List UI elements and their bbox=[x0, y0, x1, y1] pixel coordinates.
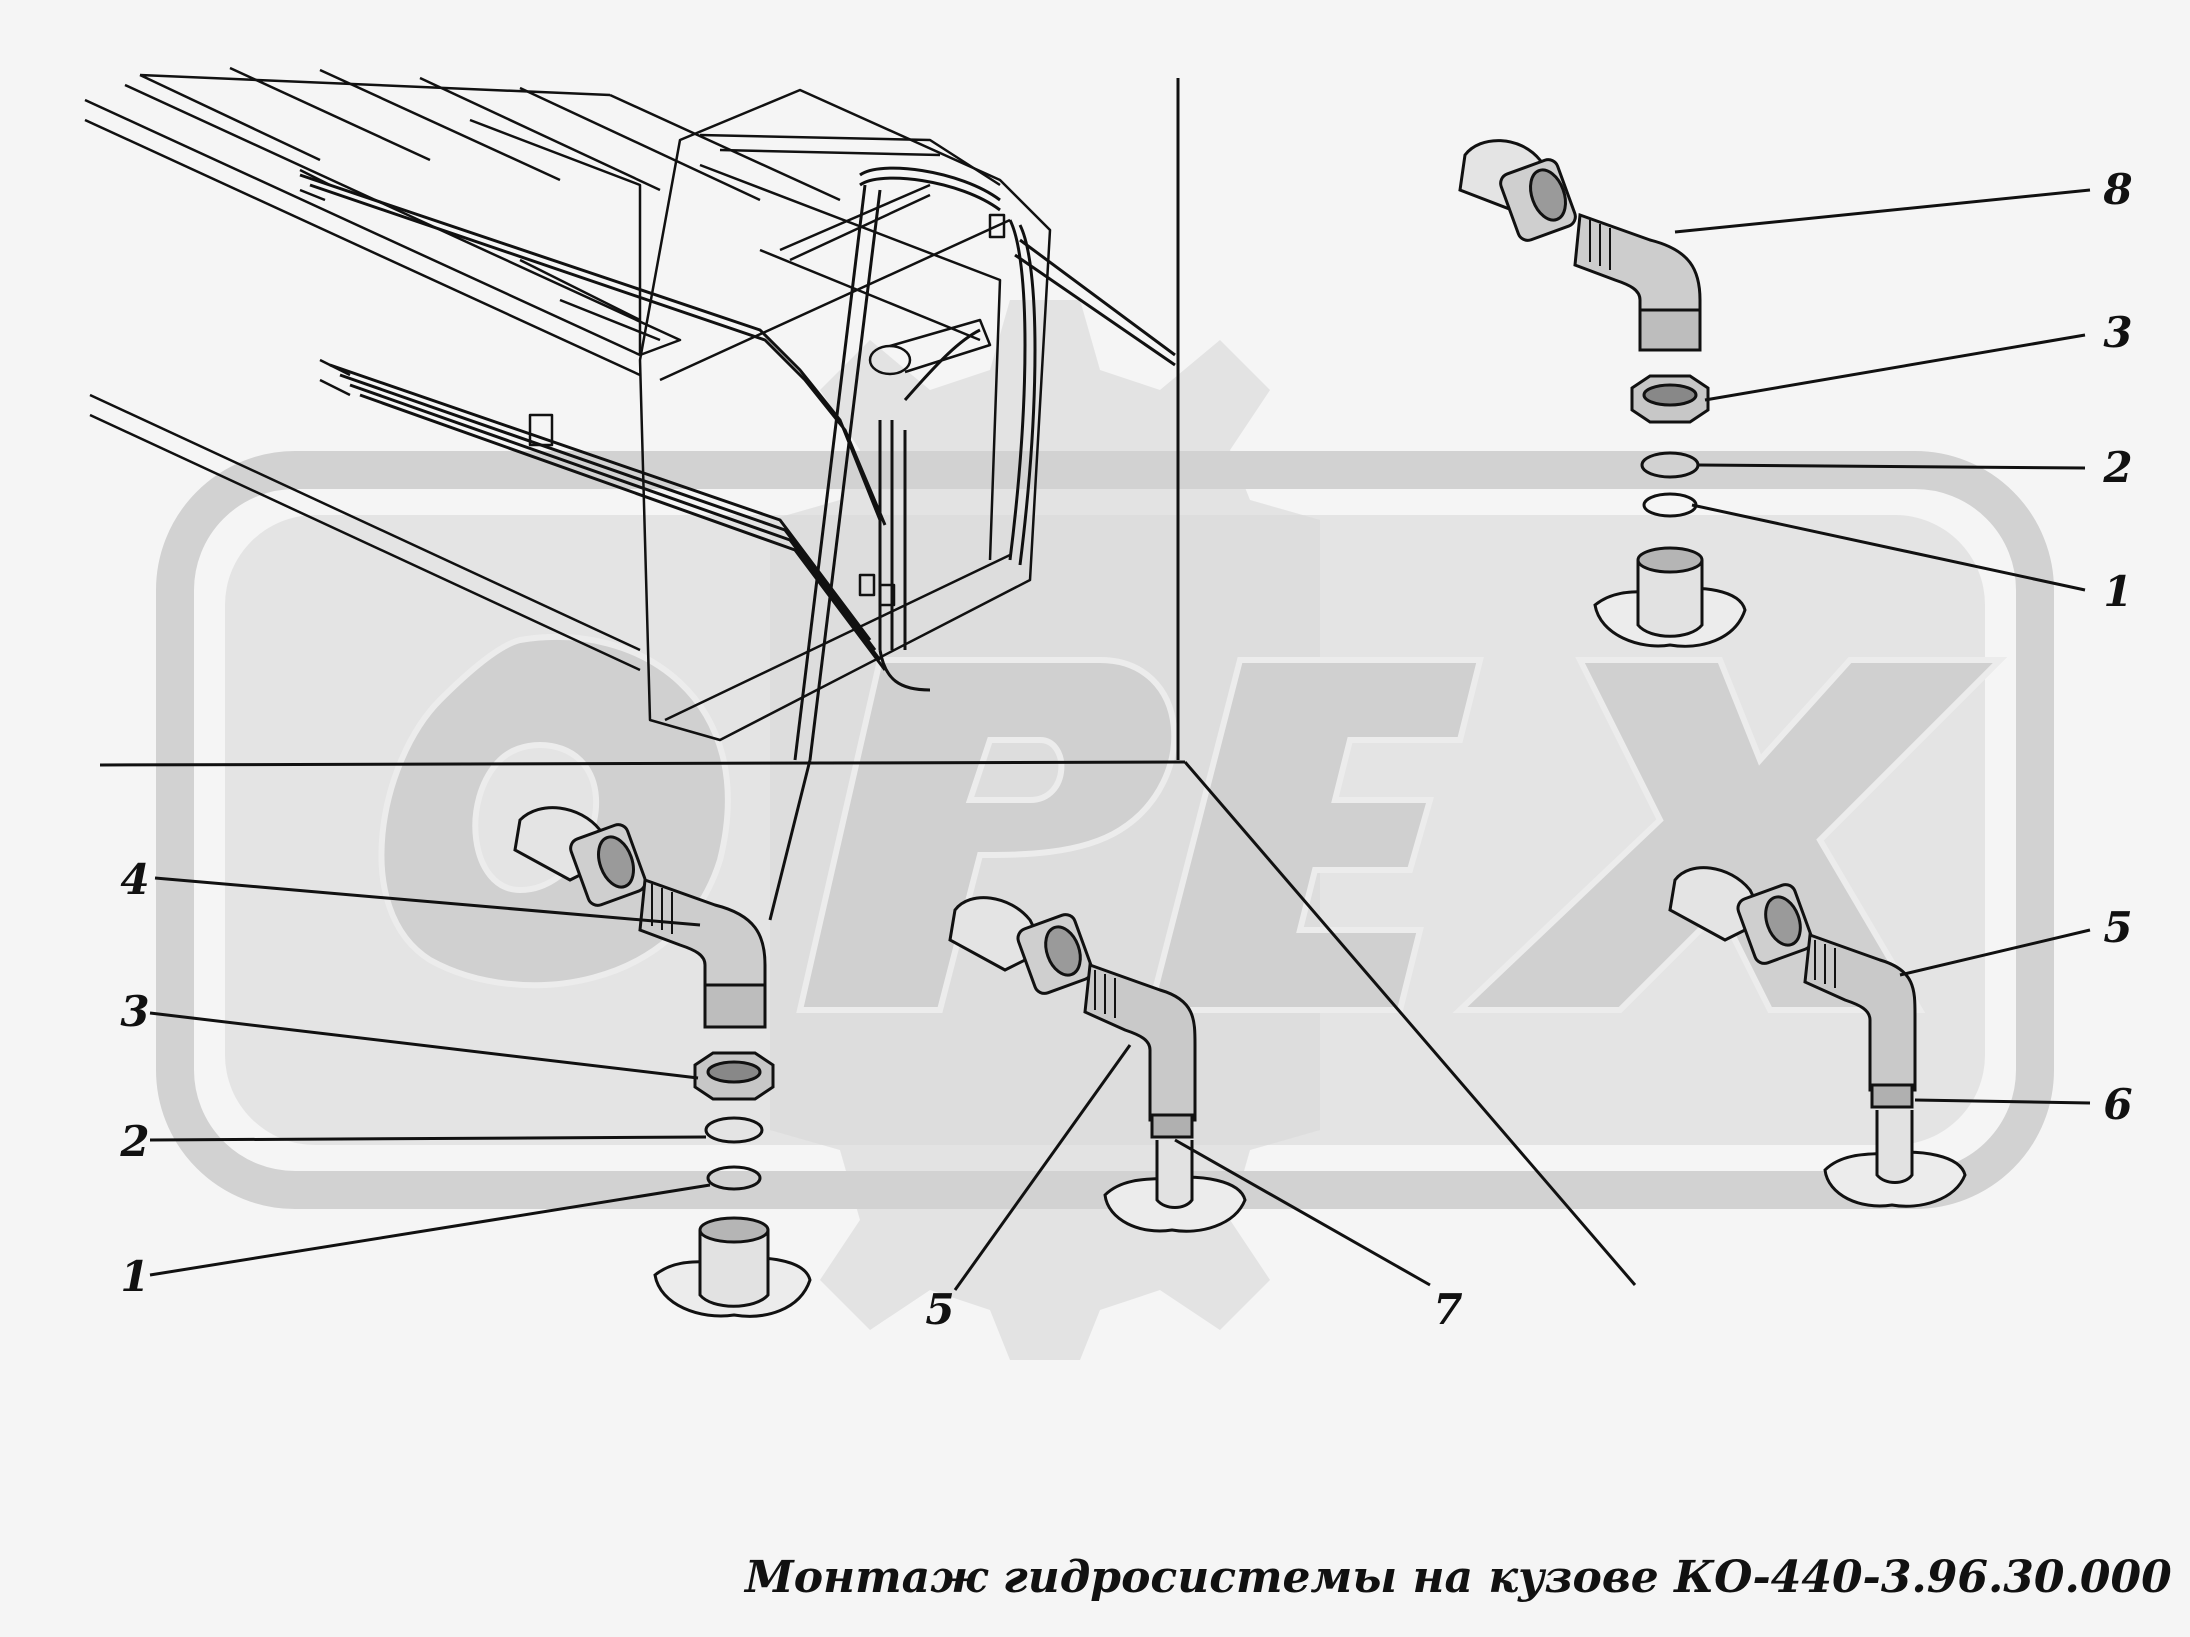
callout-8-top-right: 8 bbox=[2103, 165, 2133, 214]
callout-4-bottom-left: 4 bbox=[120, 855, 150, 904]
fitting-stack-bottom-left bbox=[513, 806, 812, 1318]
watermark-frame bbox=[156, 451, 2054, 1209]
callout-5-bottom-middle: 5 bbox=[925, 1285, 955, 1334]
leader-lines bbox=[149, 188, 2091, 1291]
fitting-stack-top-right bbox=[1458, 139, 1747, 648]
callout-1-bottom-left: 1 bbox=[120, 1252, 150, 1301]
callout-2-top-right: 2 bbox=[2103, 443, 2133, 492]
watermark-logo bbox=[156, 300, 2054, 1360]
callout-5-bottom-right: 5 bbox=[2103, 903, 2133, 952]
watermark-letters bbox=[378, 633, 2008, 1013]
fitting-stack-bottom-right bbox=[1668, 866, 1967, 1208]
callout-2-bottom-left: 2 bbox=[120, 1117, 150, 1166]
truck-body-drawing bbox=[84, 66, 1052, 742]
fitting-stack-bottom-middle bbox=[948, 896, 1247, 1233]
callout-1-top-right: 1 bbox=[2103, 567, 2133, 616]
callout-3-bottom-left: 3 bbox=[120, 987, 150, 1036]
section-lines bbox=[99, 78, 1637, 1286]
drawing-caption: Монтаж гидросистемы на кузове КО-440-3.9… bbox=[745, 1552, 2172, 1603]
callout-7-bottom-middle: 7 bbox=[1433, 1285, 1463, 1334]
callout-3-top-right: 3 bbox=[2103, 308, 2133, 357]
callout-6-bottom-right: 6 bbox=[2103, 1080, 2133, 1129]
